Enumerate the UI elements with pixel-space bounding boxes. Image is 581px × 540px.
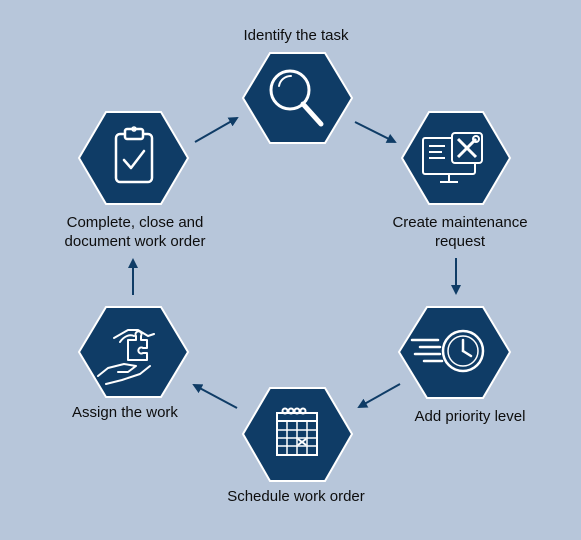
- step-complete-order: [77, 111, 190, 205]
- step-create-request: [400, 111, 512, 205]
- computer-tools-icon: [422, 132, 483, 183]
- fast-clock-icon: [410, 329, 485, 373]
- calendar-icon: [276, 407, 318, 456]
- magnifier-icon: [269, 69, 324, 127]
- step-label-complete-order: Complete, close and document work order: [64, 214, 206, 250]
- step-add-priority: [397, 306, 512, 399]
- hexagon: [77, 111, 190, 205]
- clipboard-check-icon: [114, 126, 154, 184]
- step-identify-task: [241, 52, 354, 144]
- cycle-arrows: [128, 117, 461, 409]
- step-label-assign-work: Assign the work: [72, 404, 178, 421]
- arrow-schedule-to-assign: [192, 384, 238, 409]
- arrow-priority-to-schedule: [357, 383, 401, 408]
- hexagon: [77, 306, 190, 398]
- handoff-puzzle-icon: [97, 329, 155, 385]
- step-label-add-priority: Add priority level: [414, 408, 526, 425]
- hexagon: [241, 52, 354, 144]
- arrow-complete-to-identify: [194, 117, 239, 143]
- step-label-create-request: Create maintenance request: [392, 214, 528, 250]
- step-label-identify-task: Identify the task: [243, 27, 349, 44]
- step-schedule-order: [241, 387, 354, 482]
- step-assign-work: [77, 306, 190, 398]
- hexagon: [397, 306, 512, 399]
- arrow-identify-to-create: [354, 121, 397, 143]
- step-label-schedule-order: Schedule work order: [227, 488, 365, 505]
